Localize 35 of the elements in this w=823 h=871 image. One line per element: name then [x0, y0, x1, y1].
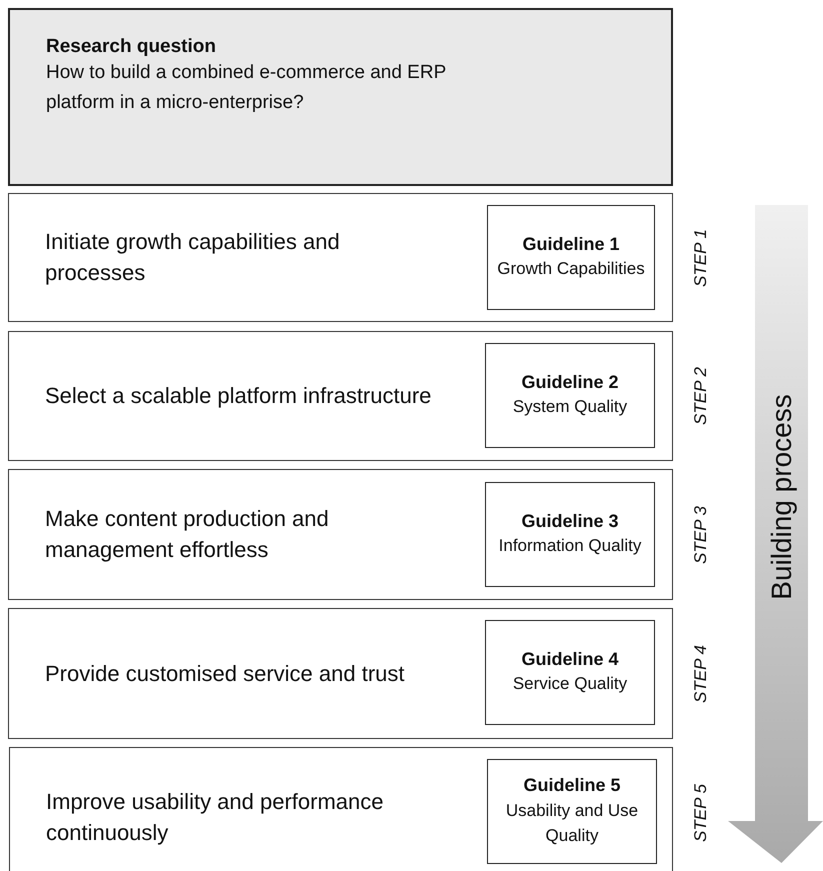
guideline-box: [487, 759, 657, 864]
step-box: [8, 331, 673, 461]
step-label: STEP 2: [691, 367, 711, 425]
guideline-box: [485, 343, 655, 448]
arrow-label: Building process: [766, 394, 798, 600]
step-text: Initiate growth capabilities and processes: [45, 228, 341, 288]
guideline-text: Information Quality: [498, 535, 642, 558]
step-box: [8, 193, 673, 322]
guideline-box: [487, 205, 655, 310]
step-label: STEP 3: [691, 506, 711, 564]
guideline-text: Growth Capabilities: [496, 258, 646, 280]
heading: Research question: [46, 36, 216, 58]
step-label: STEP 1: [691, 228, 711, 286]
step-text: Select a scalable platform infrastructure: [45, 382, 432, 410]
step-label: STEP 4: [691, 644, 711, 702]
step-text: Improve usability and performance continuously: [46, 788, 384, 848]
guideline-text: Usability and Use Quality: [504, 800, 640, 848]
step-text: Make content production and management effortless: [45, 504, 330, 564]
guideline-title: Guideline 1: [522, 233, 620, 256]
guideline-title: Guideline 3: [521, 510, 619, 534]
guideline-box: [485, 482, 655, 587]
guideline-text: System Quality: [512, 396, 628, 418]
step-box: [8, 608, 673, 739]
guideline-title: Guideline 4: [521, 648, 619, 672]
block-arrow: [728, 205, 823, 863]
guideline-text: Service Quality: [512, 673, 628, 696]
guideline-title: Guideline 5: [523, 774, 621, 798]
step-text: Provide customised service and trust: [45, 660, 406, 688]
step-box: [9, 747, 673, 871]
guideline-box: [485, 620, 655, 725]
research-question-box: [8, 8, 673, 186]
step-box: [8, 469, 673, 600]
step-label: STEP 5: [691, 784, 711, 842]
question-text: How to build a combined e-commerce and ERP platform in a micro-enterprise?: [46, 61, 447, 116]
guideline-title: Guideline 2: [521, 371, 619, 394]
